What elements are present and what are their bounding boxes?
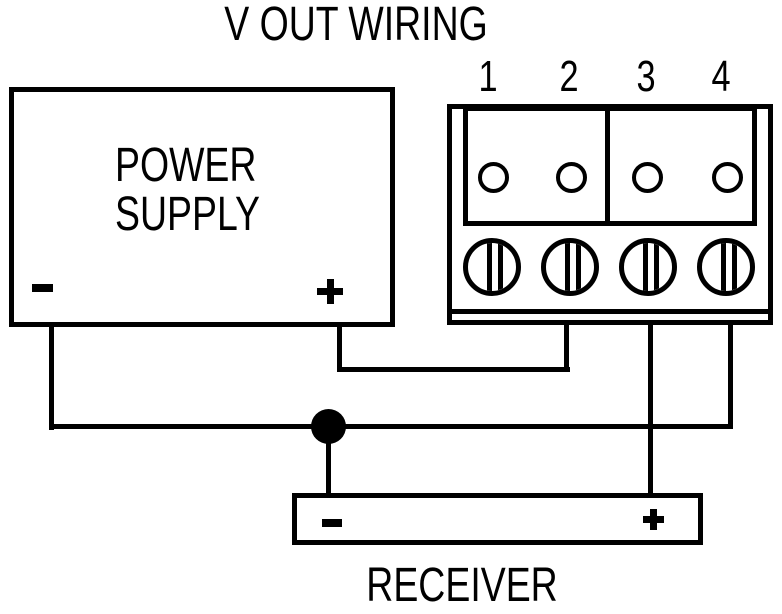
terminal-hole-2 [556,162,587,193]
screw-slot-line [565,243,570,291]
wire-junction-to-receiver-negative [326,427,331,493]
terminal-hole-3 [632,162,663,193]
minus-sign [322,519,342,527]
wire-junction-dot [311,409,346,444]
plus-sign-vertical-bar [650,509,657,530]
minus-sign [32,284,53,292]
screw-slot-line [498,243,503,291]
terminal-number-4: 4 [711,52,731,101]
terminal-screw-3 [619,238,677,296]
power-supply-label-line1: POWER [115,139,257,192]
receiver-box [292,493,703,545]
wire-terminal2-riser [564,314,569,372]
receiver-label: RECEIVER [366,559,558,612]
plus-sign-vertical-bar [327,279,334,304]
terminal-screw-1 [463,238,521,296]
screw-slot-line [654,243,659,291]
wire-negative-bus-horizontal [49,424,733,429]
terminal-number-3: 3 [636,52,656,101]
terminal-screw-2 [541,238,599,296]
screw-slot-line [576,243,581,291]
wire-terminal3-to-receiver-positive [648,314,653,493]
terminal-number-2: 2 [559,52,579,101]
wire-power-supply-negative-drop [49,327,54,430]
screw-slot-line [643,243,648,291]
wire-power-supply-positive-horizontal [337,367,570,372]
diagram-title: V OUT WIRING [224,0,694,49]
power-supply-label: POWER SUPPLY [115,141,260,239]
terminal-number-1: 1 [478,52,498,101]
terminal-screw-4 [697,238,755,296]
terminal-hole-1 [478,162,509,193]
terminal-cell-3-4 [605,106,757,226]
screw-slot-line [487,243,492,291]
terminal-hole-4 [712,162,743,193]
terminal-block-base-line [452,309,768,314]
diagram-title-text: V OUT WIRING [224,0,488,51]
screw-slot-line [732,243,737,291]
power-supply-label-line2: SUPPLY [115,188,260,241]
screw-slot-line [721,243,726,291]
wire-power-supply-positive-drop [337,327,342,372]
wire-terminal4-drop [728,314,733,429]
